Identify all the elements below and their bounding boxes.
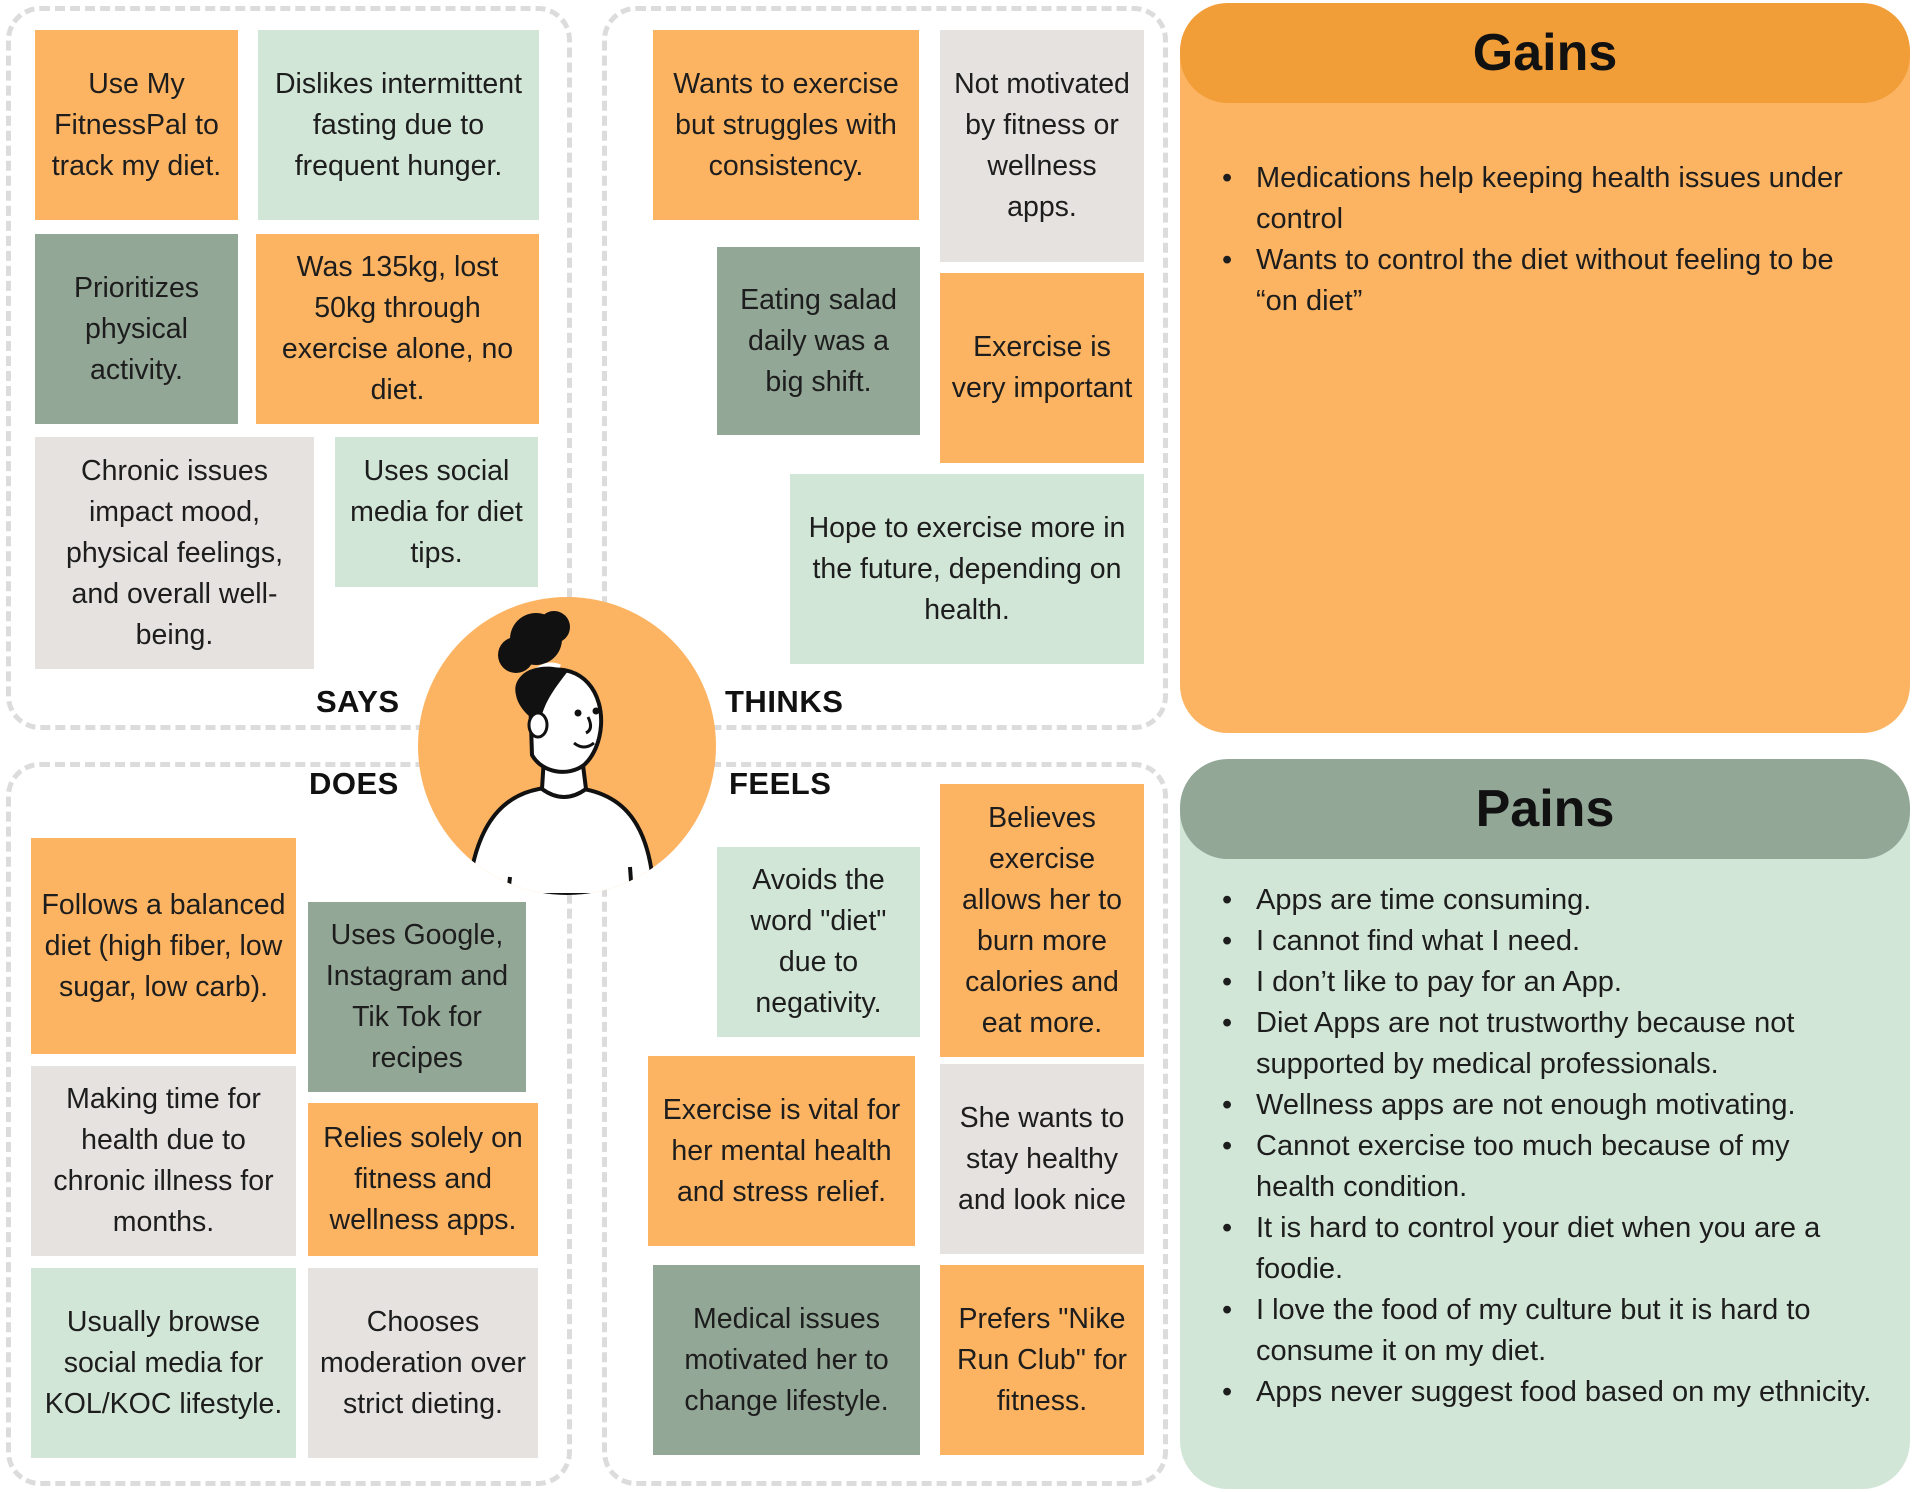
- says-note: Was 135kg, lost 50kg through exercise al…: [256, 234, 539, 424]
- feels-note: Believes exercise allows her to burn mor…: [940, 784, 1144, 1057]
- says-label: SAYS: [316, 684, 400, 719]
- feels-note: Exercise is vital for her mental health …: [648, 1056, 915, 1246]
- feels-note: Prefers "Nike Run Club" for fitness.: [940, 1265, 1144, 1455]
- does-label: DOES: [309, 766, 399, 801]
- feels-note: Avoids the word "diet" due to negativity…: [717, 847, 920, 1037]
- says-note: Prioritizes physical activity.: [35, 234, 238, 424]
- does-note: Chooses moderation over strict dieting.: [308, 1268, 538, 1458]
- pains-panel: Pains Apps are time consuming. I cannot …: [1180, 759, 1910, 1489]
- thinks-note: Wants to exercise but struggles with con…: [653, 30, 919, 220]
- feels-note: She wants to stay healthy and look nice: [940, 1064, 1144, 1254]
- thinks-note: Not motivated by fitness or wellness app…: [940, 30, 1144, 262]
- says-note: Use My FitnessPal to track my diet.: [35, 30, 238, 220]
- gains-list: Medications help keeping health issues u…: [1180, 158, 1910, 322]
- pains-item: Wellness apps are not enough motivating.: [1222, 1085, 1876, 1126]
- pains-item: I love the food of my culture but it is …: [1222, 1290, 1876, 1372]
- says-note: Uses social media for diet tips.: [335, 437, 538, 587]
- says-note: Dislikes intermittent fasting due to fre…: [258, 30, 539, 220]
- pains-item: I don’t like to pay for an App.: [1222, 962, 1876, 1003]
- thinks-note: Hope to exercise more in the future, dep…: [790, 474, 1144, 664]
- thinks-note: Eating salad daily was a big shift.: [717, 247, 920, 435]
- gains-title: Gains: [1180, 3, 1910, 103]
- pains-item: It is hard to control your diet when you…: [1222, 1208, 1876, 1290]
- pains-item: I cannot find what I need.: [1222, 921, 1876, 962]
- gains-panel: Gains Medications help keeping health is…: [1180, 3, 1910, 733]
- pains-item: Diet Apps are not trustworthy because no…: [1222, 1003, 1876, 1085]
- pains-title: Pains: [1180, 759, 1910, 859]
- does-note: Follows a balanced diet (high fiber, low…: [31, 838, 296, 1054]
- thinks-note: Exercise is very important: [940, 273, 1144, 463]
- feels-label: FEELS: [729, 766, 832, 801]
- pains-item: Cannot exercise too much because of my h…: [1222, 1126, 1876, 1208]
- does-note: Making time for health due to chronic il…: [31, 1066, 296, 1256]
- feels-note: Medical issues motivated her to change l…: [653, 1265, 920, 1455]
- thinks-quadrant: [602, 6, 1168, 730]
- pains-list: Apps are time consuming. I cannot find w…: [1180, 880, 1910, 1413]
- gains-item: Medications help keeping health issues u…: [1222, 158, 1876, 240]
- feels-quadrant: [602, 762, 1168, 1486]
- says-quadrant: [6, 6, 572, 730]
- does-note: Uses Google, Instagram and Tik Tok for r…: [308, 902, 526, 1092]
- gains-item: Wants to control the diet without feelin…: [1222, 240, 1876, 322]
- thinks-label: THINKS: [725, 684, 844, 719]
- says-note: Chronic issues impact mood, physical fee…: [35, 437, 314, 669]
- does-note: Usually browse social media for KOL/KOC …: [31, 1268, 296, 1458]
- does-note: Relies solely on fitness and wellness ap…: [308, 1103, 538, 1256]
- does-quadrant: [6, 762, 572, 1486]
- pains-item: Apps never suggest food based on my ethn…: [1222, 1372, 1876, 1413]
- woman-avatar-icon: [418, 597, 716, 895]
- pains-item: Apps are time consuming.: [1222, 880, 1876, 921]
